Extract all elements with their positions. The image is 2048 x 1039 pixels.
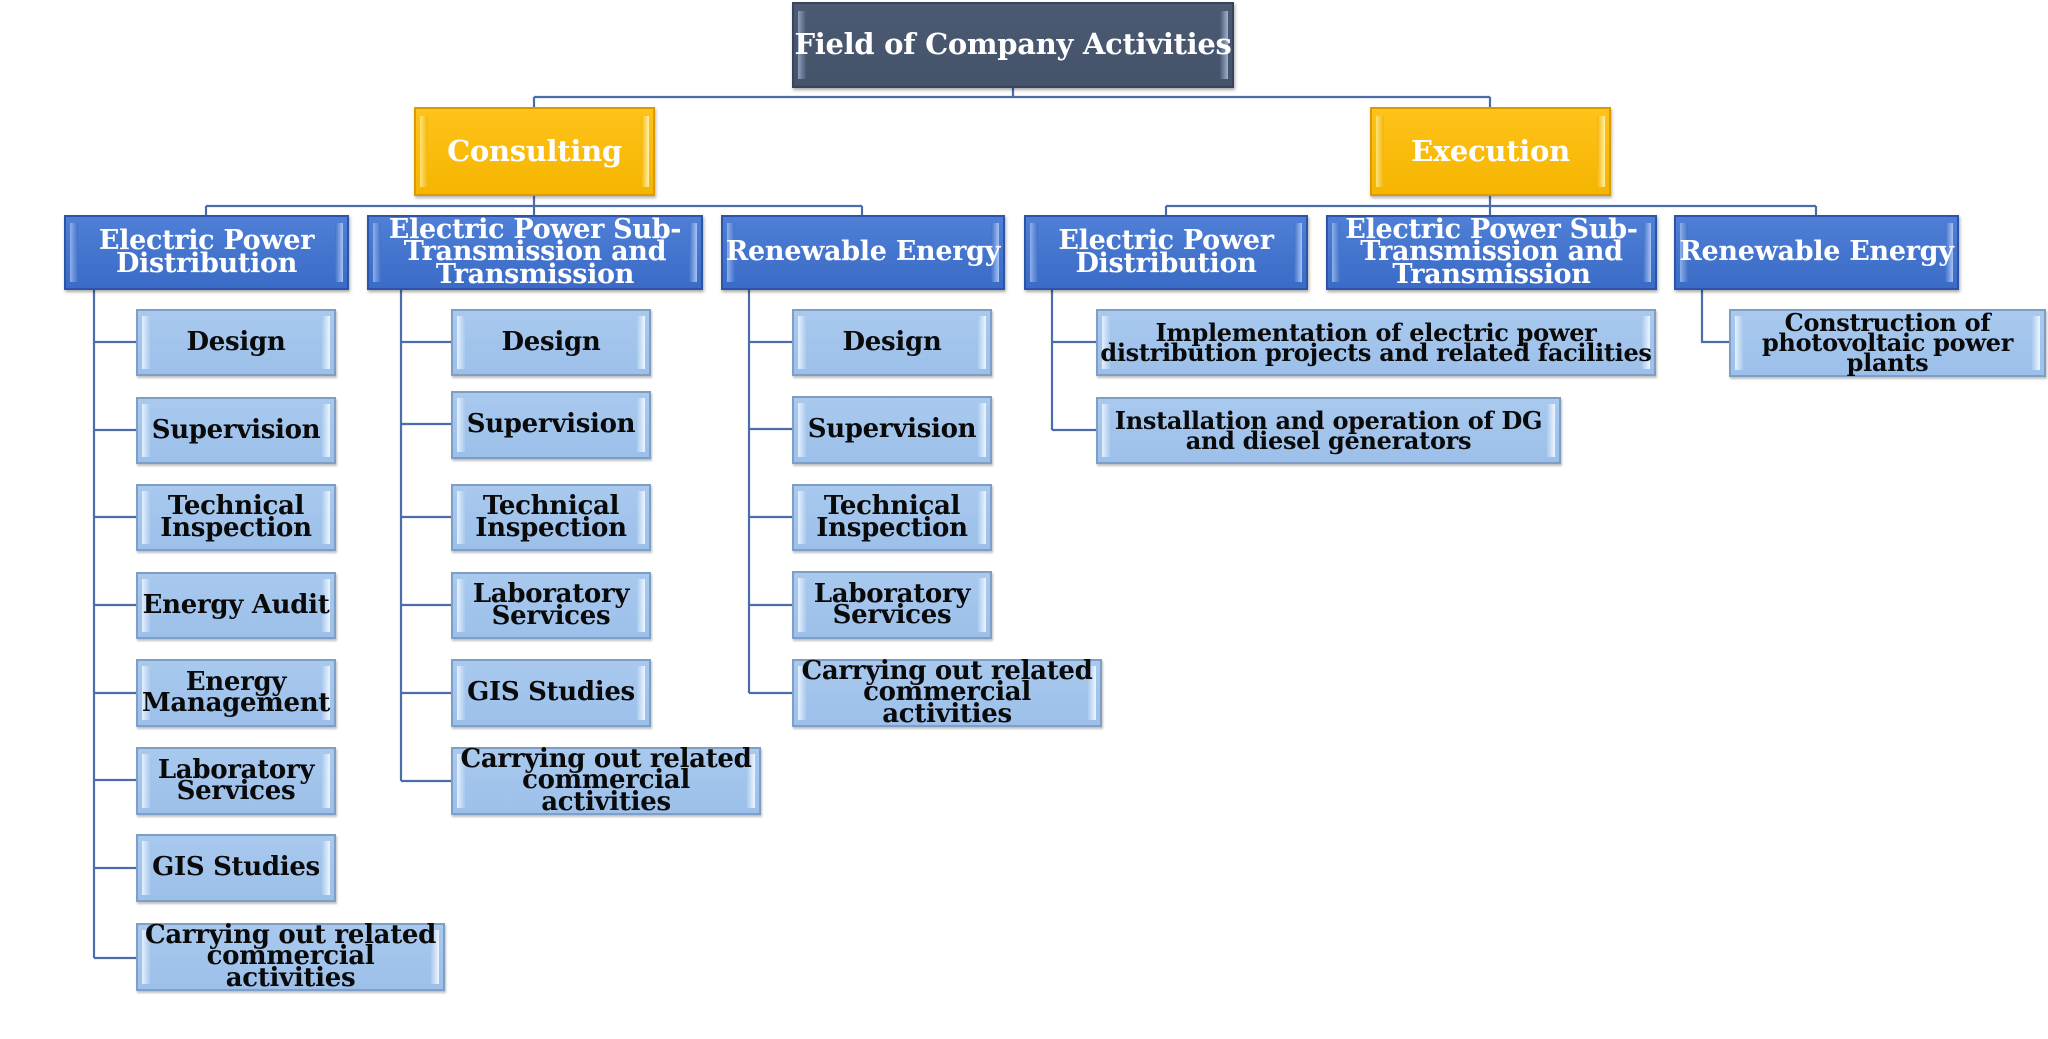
connector-c-dist: [92, 289, 137, 960]
leaf-item: Laboratory Services: [792, 571, 992, 639]
branch-label: Renewable Energy: [1679, 236, 1954, 268]
leaf-item: Technical Inspection: [136, 484, 336, 551]
leaf-item: Laboratory Services: [136, 747, 336, 815]
leaf-label: Design: [501, 326, 601, 357]
leaf-item: Laboratory Services: [451, 572, 651, 639]
leaf-item: Energy Management: [136, 659, 336, 727]
leaf-item: Carrying out related commercial activiti…: [792, 656, 1102, 729]
connector-execution-to-branches: [1164, 196, 1818, 216]
leaf-label: Construction of photovoltaic power plant…: [1761, 308, 2014, 377]
leaf-label: Energy Management: [141, 666, 331, 718]
leaf-label: Supervision: [151, 414, 321, 445]
leaf-label: Design: [186, 326, 286, 357]
branch-label: Renewable Energy: [725, 236, 1001, 268]
branch-label: Electric Power Sub- Transmission and Tra…: [388, 214, 682, 290]
leaf-label: Design: [842, 326, 942, 357]
leaf-item: Supervision: [136, 397, 336, 464]
leaf-item: GIS Studies: [451, 659, 651, 727]
category-label: Consulting: [447, 133, 622, 168]
leaf-item: Technical Inspection: [451, 484, 651, 551]
leaf-item: Design: [451, 309, 651, 376]
category-consulting: Consulting: [414, 107, 655, 196]
branch-consulting-distribution: Electric Power Distribution: [64, 215, 349, 290]
leaf-item: Design: [136, 309, 336, 376]
root-node: Field of Company Activities: [792, 2, 1234, 88]
leaf-label: Technical Inspection: [160, 491, 312, 543]
connector-c-renew: [747, 289, 793, 695]
leaf-label: Carrying out related commercial activiti…: [460, 744, 752, 817]
leaf-item: Energy Audit: [136, 572, 336, 639]
leaf-label: Installation and operation of DG and die…: [1114, 405, 1543, 455]
leaf-item: Technical Inspection: [792, 484, 992, 551]
leaf-item: Design: [792, 309, 992, 376]
leaf-label: Implementation of electric power distrib…: [1100, 317, 1652, 367]
leaf-item: Implementation of electric power distrib…: [1096, 309, 1656, 376]
branch-consulting-renewable: Renewable Energy: [721, 215, 1005, 290]
connector-root-to-categories: [532, 88, 1492, 108]
branch-label: Electric Power Distribution: [1058, 225, 1274, 279]
branch-label: Electric Power Distribution: [98, 225, 315, 279]
branch-consulting-transmission: Electric Power Sub- Transmission and Tra…: [367, 215, 703, 290]
branch-label: Electric Power Sub- Transmission and Tra…: [1345, 214, 1638, 290]
leaf-item: Supervision: [451, 391, 651, 459]
leaf-label: GIS Studies: [152, 852, 320, 883]
connector-consulting-to-branches: [204, 196, 864, 216]
leaf-item: Installation and operation of DG and die…: [1096, 397, 1561, 464]
connector-c-trans: [399, 289, 452, 783]
leaf-label: Supervision: [807, 414, 977, 445]
category-execution: Execution: [1370, 107, 1611, 196]
leaf-label: Technical Inspection: [475, 491, 627, 543]
leaf-label: Technical Inspection: [816, 491, 968, 543]
connector-e-renew: [1700, 289, 1730, 344]
leaf-label: GIS Studies: [467, 677, 635, 708]
leaf-label: Carrying out related commercial activiti…: [144, 920, 437, 993]
leaf-label: Laboratory Services: [813, 578, 971, 630]
leaf-item: Supervision: [792, 396, 992, 464]
leaf-label: Supervision: [466, 409, 636, 440]
connector-e-dist: [1050, 289, 1097, 432]
branch-execution-transmission: Electric Power Sub- Transmission and Tra…: [1326, 215, 1657, 290]
leaf-label: Carrying out related commercial activiti…: [801, 656, 1093, 729]
category-label: Execution: [1411, 133, 1570, 168]
leaf-item: Construction of photovoltaic power plant…: [1729, 309, 2046, 377]
leaf-item: Carrying out related commercial activiti…: [451, 744, 761, 817]
leaf-label: Laboratory Services: [472, 579, 630, 631]
leaf-item: Carrying out related commercial activiti…: [136, 920, 445, 993]
leaf-label: Energy Audit: [142, 589, 330, 620]
branch-execution-renewable: Renewable Energy: [1674, 215, 1959, 290]
leaf-item: GIS Studies: [136, 834, 336, 902]
root-label: Field of Company Activities: [794, 27, 1232, 62]
branch-execution-distribution: Electric Power Distribution: [1024, 215, 1308, 290]
leaf-label: Laboratory Services: [157, 754, 315, 806]
